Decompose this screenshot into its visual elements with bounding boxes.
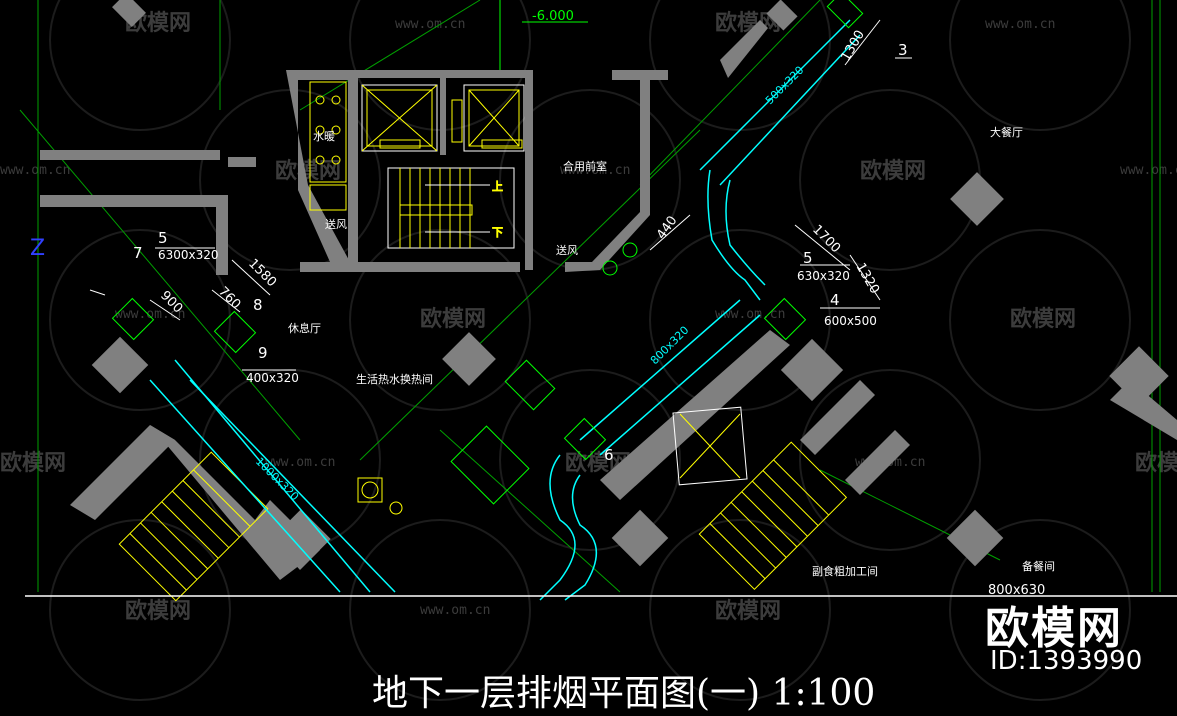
callout-5a: 5 bbox=[158, 229, 168, 247]
watermark-site: www.om.cn bbox=[715, 307, 785, 322]
dim-1580: 1580 bbox=[245, 256, 279, 290]
duct-label-800x630: 800x630 bbox=[988, 583, 1045, 598]
duct-label-630x320: 630x320 bbox=[797, 269, 850, 283]
watermark-brand: 欧模网 bbox=[860, 158, 926, 184]
watermark-brand: 欧模网 bbox=[125, 598, 191, 624]
axis-mark: Z bbox=[30, 236, 45, 261]
watermark-site: www.om.cn bbox=[0, 163, 70, 178]
fixtures bbox=[309, 81, 638, 515]
duct-label-600x500: 600x500 bbox=[824, 314, 877, 328]
drawing-title: 地下一层排烟平面图(一) 1:100 bbox=[372, 673, 876, 714]
room-hot-water: 生活热水换热间 bbox=[356, 372, 433, 386]
watermark-site: www.om.cn bbox=[395, 17, 465, 32]
callout-6: 6 bbox=[604, 446, 614, 464]
room-dining-hall: 大餐厅 bbox=[990, 125, 1023, 139]
level-mark: -6.000 bbox=[499, 0, 588, 70]
callout-7: 7 bbox=[133, 244, 143, 262]
smoke-ducts bbox=[149, 19, 861, 601]
room-air-supply-1: 送风 bbox=[325, 217, 347, 231]
dampers bbox=[111, 0, 864, 461]
walls bbox=[40, 0, 1177, 580]
dim-1320: 1320 bbox=[853, 261, 883, 297]
dim-1300: 1300 bbox=[838, 28, 868, 64]
callout-3: 3 bbox=[898, 41, 908, 59]
elevators bbox=[361, 84, 748, 486]
watermark-site: www.om.cn bbox=[420, 603, 490, 618]
watermark-logo: 欧模网 bbox=[985, 603, 1123, 654]
watermark-site: www.om.cn bbox=[115, 307, 185, 322]
callout-4: 4 bbox=[830, 291, 840, 309]
dim-760: 760 bbox=[215, 284, 243, 312]
room-gas-room: 合用前室 bbox=[563, 159, 607, 173]
watermark-brand: 欧模网 bbox=[715, 598, 781, 624]
watermark-brand: 欧模网 bbox=[420, 306, 486, 332]
room-prep: 备餐间 bbox=[1022, 559, 1055, 573]
duct-label-500x320: 500x320 bbox=[763, 64, 806, 107]
watermark-brand: 欧模网 bbox=[1010, 306, 1076, 332]
duct-label-400x320: 400x320 bbox=[246, 371, 299, 385]
watermark-site: www.om.cn bbox=[265, 455, 335, 470]
callout-9: 9 bbox=[258, 344, 268, 362]
watermark-site: www.om.cn bbox=[560, 163, 630, 178]
axis-lines bbox=[19, 0, 1161, 593]
room-side-dish: 副食粗加工间 bbox=[812, 564, 878, 578]
watermark-brand: 欧模网 bbox=[275, 158, 341, 184]
watermark-site: www.om.cn bbox=[1120, 163, 1177, 178]
dimension-lines bbox=[89, 19, 912, 371]
room-lounge: 休息厅 bbox=[288, 321, 321, 335]
room-air-supply-2: 送风 bbox=[556, 243, 578, 257]
callout-8: 8 bbox=[253, 296, 263, 314]
stairs: 上 下 bbox=[118, 167, 848, 602]
room-water-pump: 水暖 bbox=[313, 130, 335, 143]
watermark-brand: 欧模网 bbox=[0, 450, 66, 476]
watermark-id: ID:1393990 bbox=[990, 646, 1143, 676]
duct-label-6300x320: 6300x320 bbox=[158, 248, 219, 262]
watermark-brand: 欧模网 bbox=[1135, 450, 1177, 476]
stair-down-label: 下 bbox=[492, 226, 503, 239]
callout-5b: 5 bbox=[803, 249, 813, 267]
stair-up-label: 上 bbox=[492, 180, 503, 193]
watermark-site: www.om.cn bbox=[985, 17, 1055, 32]
level-mark-text: -6.000 bbox=[532, 9, 574, 24]
